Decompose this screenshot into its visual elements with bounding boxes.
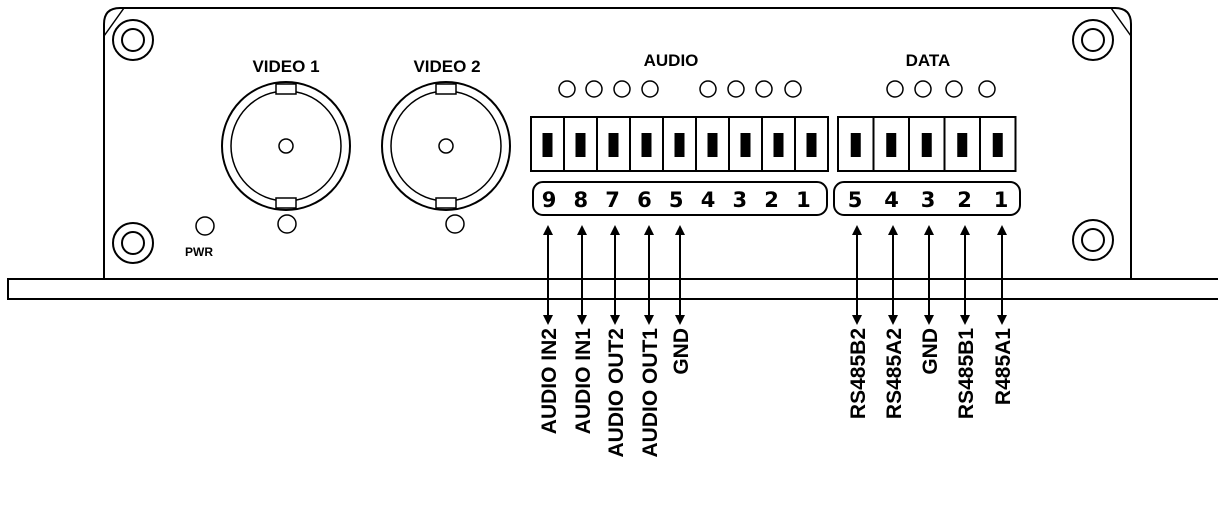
audio-signal-label: AUDIO OUT1 [639, 328, 662, 458]
audio-led-row [558, 80, 802, 98]
audio-pin-number: 6 [637, 188, 652, 212]
data-led-row [886, 80, 996, 98]
device-panel [103, 7, 1132, 280]
audio-terminal-slot [707, 133, 718, 157]
audio-led [558, 80, 576, 98]
data-led [886, 80, 904, 98]
audio-led [641, 80, 659, 98]
video1-bnc-connector [221, 81, 351, 234]
audio-terminal-slot [674, 133, 685, 157]
data-signal-label: GND [919, 328, 942, 375]
video1-label: VIDEO 1 [252, 57, 319, 76]
audio-signal-arrows [543, 225, 685, 325]
audio-pin-number-frame [532, 181, 828, 216]
video2-label: VIDEO 2 [413, 57, 480, 76]
data-signal-label: RS485A2 [883, 328, 906, 419]
data-signal-labels: RS485B2 RS485A2 GND RS485B1 R485A1 [847, 328, 1015, 419]
audio-led [784, 80, 802, 98]
screw-bottom-left [112, 222, 154, 264]
audio-terminal-slot [806, 133, 817, 157]
data-terminal-slot [957, 133, 968, 157]
audio-pin-number: 3 [732, 188, 747, 212]
screw-top-right [1072, 19, 1114, 61]
audio-label: AUDIO [644, 51, 699, 70]
audio-terminal-block [530, 116, 829, 172]
audio-led [699, 80, 717, 98]
audio-terminal-slot [608, 133, 619, 157]
data-signal-label: RS485B1 [955, 328, 978, 419]
data-terminal-slot [850, 133, 861, 157]
data-terminal-slot [921, 133, 932, 157]
audio-signal-label: AUDIO OUT2 [605, 328, 628, 458]
audio-terminal-slot [542, 133, 553, 157]
audio-pin-number: 2 [764, 188, 779, 212]
data-led [945, 80, 963, 98]
video2-bnc-connector [381, 81, 511, 234]
pwr-label: PWR [185, 245, 213, 259]
data-terminal-slot [886, 133, 897, 157]
data-pin-number: 1 [994, 188, 1009, 212]
audio-signal-labels: AUDIO IN2 AUDIO IN1 AUDIO OUT2 AUDIO OUT1 GN… [538, 328, 693, 458]
audio-pin-number: 8 [573, 188, 588, 212]
audio-terminal-slot [575, 133, 586, 157]
audio-led [585, 80, 603, 98]
power-led [195, 216, 215, 236]
audio-pin-number: 5 [669, 188, 684, 212]
audio-led [755, 80, 773, 98]
data-pin-number: 3 [921, 188, 936, 212]
audio-signal-label: AUDIO IN1 [572, 328, 595, 435]
data-terminal-block [837, 116, 1017, 172]
audio-signal-label: GND [670, 328, 693, 375]
audio-signal-label: AUDIO IN2 [538, 328, 561, 434]
panel-corner-right [1110, 7, 1132, 37]
screw-bottom-right [1072, 219, 1114, 261]
data-signal-label: R485A1 [992, 328, 1015, 405]
audio-pin-number: 9 [542, 188, 557, 212]
audio-terminal-slot [641, 133, 652, 157]
audio-terminal-slot [740, 133, 751, 157]
data-led [914, 80, 932, 98]
data-signal-label: RS485B2 [847, 328, 870, 419]
audio-pin-number: 4 [701, 188, 716, 212]
data-pin-number: 2 [957, 188, 972, 212]
mounting-flange [7, 278, 1218, 300]
data-pin-number-frame [833, 181, 1021, 216]
data-pin-number: 5 [848, 188, 863, 212]
audio-led [613, 80, 631, 98]
data-pin-number: 4 [884, 188, 899, 212]
audio-pin-number: 1 [796, 188, 811, 212]
audio-led [727, 80, 745, 98]
data-led [978, 80, 996, 98]
data-label: DATA [906, 51, 951, 70]
data-signal-arrows [852, 225, 1007, 325]
audio-terminal-slot [773, 133, 784, 157]
audio-pin-number: 7 [605, 188, 620, 212]
screw-top-left [112, 19, 154, 61]
panel-corner-left [103, 7, 125, 37]
data-terminal-slot [992, 133, 1003, 157]
